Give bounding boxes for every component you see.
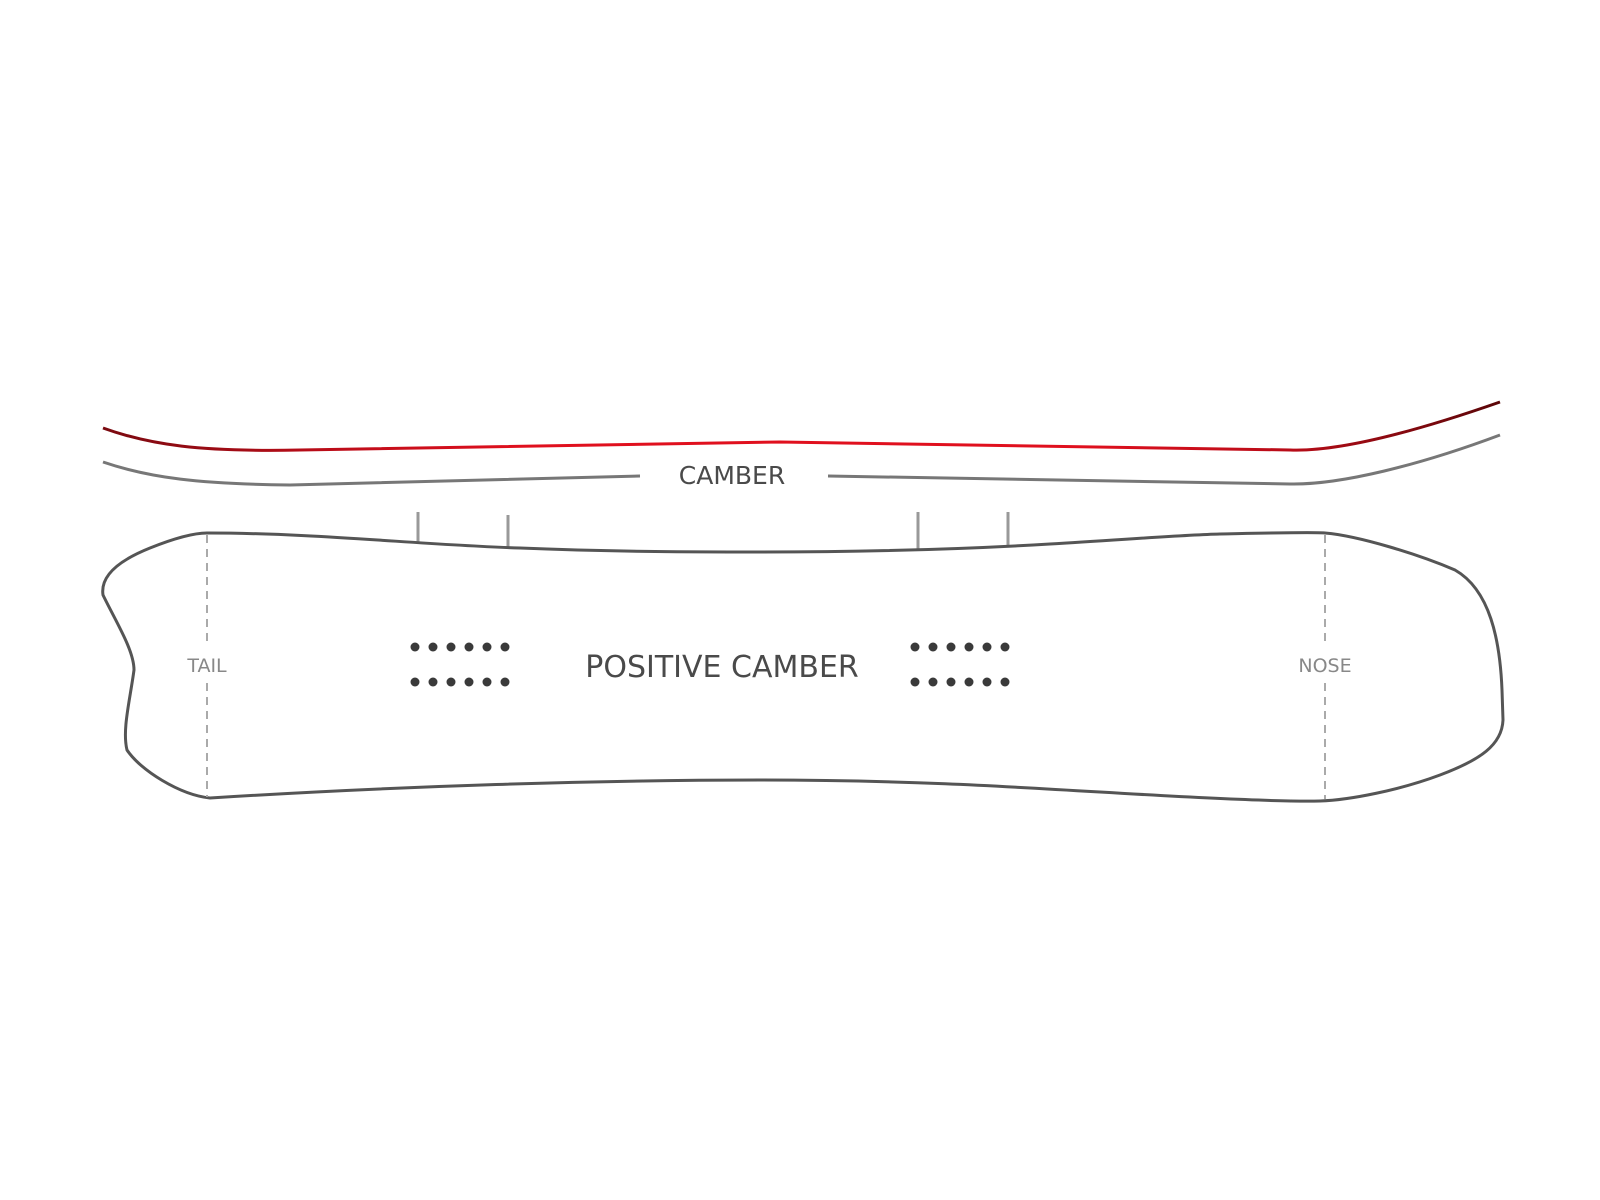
insert-dot bbox=[482, 642, 492, 652]
insert-dot bbox=[428, 677, 438, 687]
insert-dot bbox=[910, 642, 920, 652]
tail-label: TAIL bbox=[186, 655, 227, 677]
base-line-right bbox=[827, 433, 1501, 486]
insert-dot bbox=[464, 677, 474, 687]
insert-dot bbox=[410, 642, 420, 652]
left-binding-inserts bbox=[410, 642, 510, 687]
insert-dot bbox=[446, 642, 456, 652]
insert-dot bbox=[964, 677, 974, 687]
insert-dot bbox=[964, 642, 974, 652]
insert-dot bbox=[446, 677, 456, 687]
insert-dot bbox=[928, 677, 938, 687]
base-line-left bbox=[102, 460, 641, 487]
board-outline bbox=[101, 531, 1505, 803]
insert-dot bbox=[500, 642, 510, 652]
insert-dot bbox=[410, 677, 420, 687]
insert-dot bbox=[928, 642, 938, 652]
insert-dot bbox=[1000, 677, 1010, 687]
insert-dot bbox=[946, 642, 956, 652]
camber-profile-red-line bbox=[102, 400, 1501, 452]
contact-markers bbox=[416, 512, 1010, 549]
insert-dot bbox=[464, 642, 474, 652]
camber-profile-label: CAMBER bbox=[679, 461, 785, 490]
insert-dot bbox=[1000, 642, 1010, 652]
nose-label: NOSE bbox=[1298, 655, 1351, 677]
insert-dot bbox=[982, 677, 992, 687]
insert-dot bbox=[982, 642, 992, 652]
insert-dot bbox=[946, 677, 956, 687]
insert-dot bbox=[910, 677, 920, 687]
right-binding-inserts bbox=[910, 642, 1010, 687]
insert-dot bbox=[428, 642, 438, 652]
insert-dot bbox=[482, 677, 492, 687]
board-camber-label: POSITIVE CAMBER bbox=[585, 650, 859, 685]
insert-dot bbox=[500, 677, 510, 687]
